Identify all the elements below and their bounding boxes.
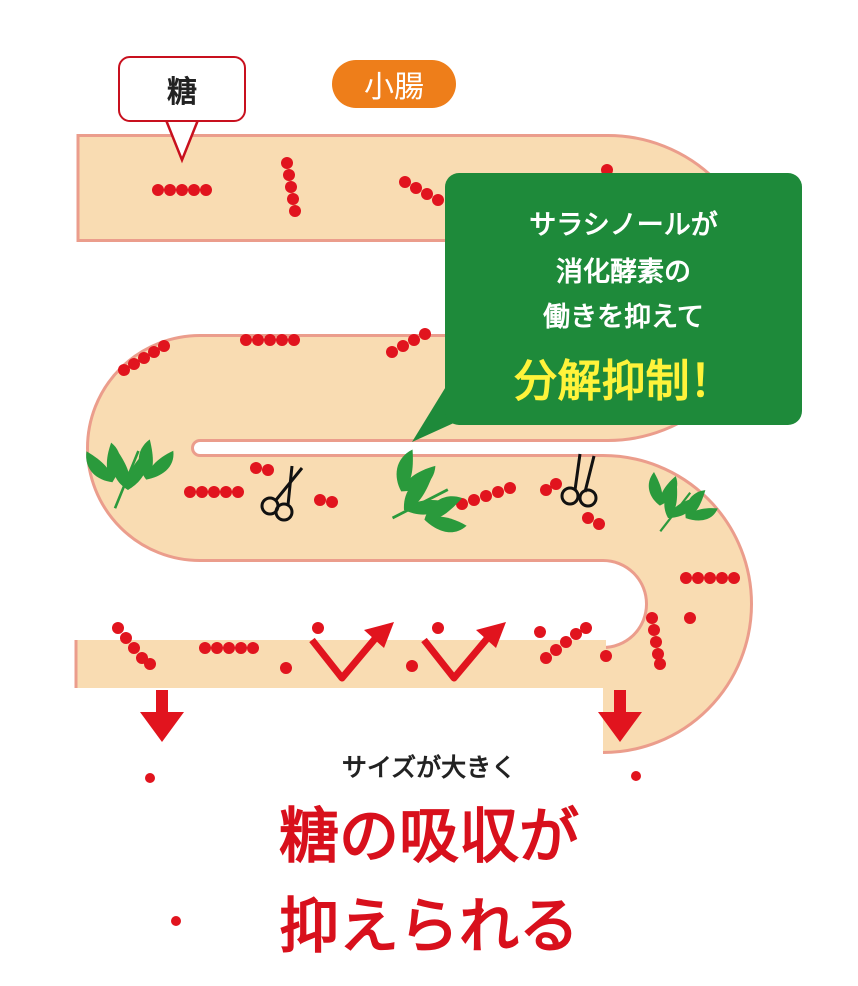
callout-headline: 分解抑制！ bbox=[513, 356, 734, 407]
down-arrow-icon bbox=[140, 690, 184, 742]
callout-line-1: サラシノールが bbox=[529, 210, 718, 241]
callout-box: サラシノールが 消化酵素の 働きを抑えて 分解抑制！ bbox=[445, 173, 802, 425]
result-subtitle: サイズが大きく bbox=[341, 753, 517, 782]
down-arrow-icon bbox=[598, 690, 642, 742]
leaf-icon bbox=[82, 437, 177, 509]
sugar-molecule bbox=[280, 662, 292, 674]
sugar-molecule bbox=[432, 622, 444, 634]
sugar-molecule bbox=[145, 773, 155, 783]
sugar-molecule bbox=[171, 916, 181, 926]
sugar-chain bbox=[680, 572, 740, 584]
small-intestine-badge: 小腸 bbox=[332, 60, 456, 108]
sugar-chain bbox=[240, 334, 300, 346]
sugar-chains bbox=[112, 157, 740, 926]
result-line-2: 抑えられる bbox=[279, 892, 579, 962]
absorption-arrow-icon bbox=[421, 622, 506, 682]
sugar-chain bbox=[386, 328, 431, 358]
sugar-chain bbox=[184, 486, 244, 498]
sugar-chain bbox=[684, 612, 696, 624]
sugar-chain bbox=[118, 340, 170, 376]
sugar-chain bbox=[250, 462, 274, 476]
sugar-molecule bbox=[406, 660, 418, 672]
sugar-chain bbox=[540, 622, 592, 664]
sugar-chain bbox=[314, 494, 338, 508]
sugar-molecule bbox=[312, 622, 324, 634]
sugar-chain bbox=[646, 612, 666, 670]
callout-line-2: 消化酵素の bbox=[556, 257, 691, 288]
absorption-arrow-icon bbox=[309, 622, 394, 682]
scissors-icon bbox=[560, 453, 598, 508]
sugar-chain bbox=[456, 482, 516, 510]
sugar-molecule bbox=[631, 771, 641, 781]
sugar-chain bbox=[281, 157, 301, 217]
scissors-icon bbox=[260, 465, 304, 522]
sugar-label-pointer bbox=[164, 119, 200, 164]
sugar-chain bbox=[152, 184, 212, 196]
sugar-label: 糖 bbox=[118, 56, 246, 122]
sugar-chain bbox=[199, 642, 259, 654]
sugar-molecule bbox=[534, 626, 546, 638]
sugar-chain bbox=[582, 512, 605, 530]
sugar-chain bbox=[399, 176, 444, 206]
callout-line-3: 働きを抑えて bbox=[543, 302, 704, 333]
leaf-icon bbox=[647, 471, 721, 533]
sugar-chain bbox=[540, 478, 562, 496]
sugar-chain bbox=[600, 650, 612, 662]
sugar-chain bbox=[112, 622, 156, 670]
leaf-icon bbox=[387, 446, 471, 539]
result-line-1: 糖の吸収が bbox=[279, 802, 579, 872]
